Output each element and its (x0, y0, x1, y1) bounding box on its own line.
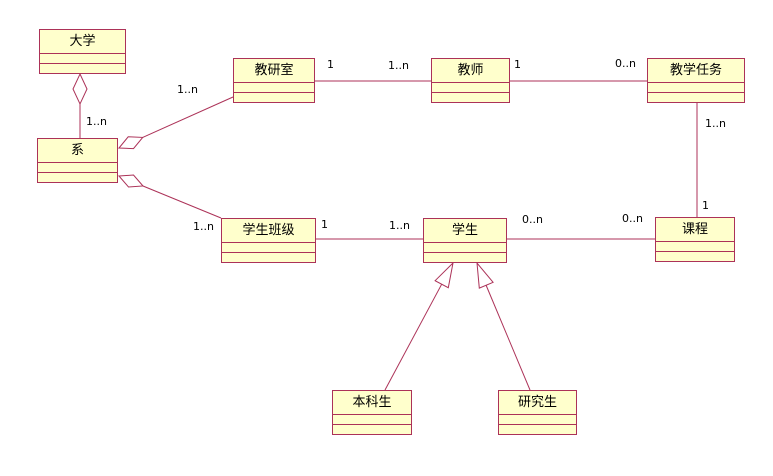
attributes-compartment (38, 163, 117, 173)
class-box-teacher[interactable]: 教师 (431, 58, 510, 103)
class-name: 研究生 (499, 391, 576, 415)
class-name: 教学任务 (648, 59, 744, 83)
attributes-compartment (333, 415, 411, 425)
operations-compartment (648, 93, 744, 102)
class-name: 学生 (424, 219, 506, 243)
attributes-compartment (648, 83, 744, 93)
class-name: 教研室 (234, 59, 314, 83)
operations-compartment (424, 253, 506, 262)
multiplicity-student-course-near-student: 0..n (522, 213, 543, 226)
multiplicity-department-teaching-office-near-teaching-office: 1..n (177, 83, 198, 96)
operations-compartment (38, 173, 117, 182)
generalization-triangle-icon (476, 261, 494, 289)
class-box-university[interactable]: 大学 (39, 29, 126, 74)
operations-compartment (499, 425, 576, 434)
multiplicity-student-class-student-near-student: 1..n (389, 219, 410, 232)
class-box-department[interactable]: 系 (37, 138, 118, 183)
class-name: 系 (38, 139, 117, 163)
class-box-teaching-office[interactable]: 教研室 (233, 58, 315, 103)
attributes-compartment (656, 242, 734, 252)
class-box-undergraduate[interactable]: 本科生 (332, 390, 412, 435)
class-name: 大学 (40, 30, 125, 54)
class-box-student[interactable]: 学生 (423, 218, 507, 263)
operations-compartment (656, 252, 734, 261)
class-name: 教师 (432, 59, 509, 83)
operations-compartment (222, 253, 315, 262)
operations-compartment (234, 93, 314, 102)
attributes-compartment (40, 54, 125, 64)
class-name: 课程 (656, 218, 734, 242)
multiplicity-teacher-teaching-task-near-teacher: 1 (514, 58, 521, 71)
multiplicity-teaching-office-teacher-near-teacher: 1..n (388, 59, 409, 72)
operations-compartment (40, 64, 125, 73)
aggregation-department-teaching-office[interactable] (117, 96, 234, 150)
operations-compartment (432, 93, 509, 102)
aggregation-diamond-icon (117, 174, 145, 188)
attributes-compartment (432, 83, 509, 93)
aggregation-department-student-class[interactable] (117, 174, 222, 219)
multiplicity-student-course-near-course: 0..n (622, 212, 643, 225)
aggregation-diamond-icon (117, 136, 144, 150)
attributes-compartment (222, 243, 315, 253)
class-box-graduate[interactable]: 研究生 (498, 390, 577, 435)
operations-compartment (333, 425, 411, 434)
class-name: 学生班级 (222, 219, 315, 243)
class-box-teaching-task[interactable]: 教学任务 (647, 58, 745, 103)
class-box-course[interactable]: 课程 (655, 217, 735, 262)
multiplicity-teacher-teaching-task-near-teaching-task: 0..n (615, 57, 636, 70)
class-name: 本科生 (333, 391, 411, 415)
generalization-graduate-student[interactable] (476, 261, 531, 391)
aggregation-diamond-icon (72, 72, 88, 106)
multiplicity-teaching-task-course-near-course: 1 (702, 199, 709, 212)
attributes-compartment (499, 415, 576, 425)
multiplicity-student-class-student-near-student-class: 1 (321, 218, 328, 231)
attributes-compartment (234, 83, 314, 93)
aggregation-university-department[interactable] (72, 72, 88, 138)
generalization-undergraduate-student[interactable] (384, 261, 454, 391)
multiplicity-teaching-office-teacher-near-teaching-office: 1 (327, 58, 334, 71)
class-box-student-class[interactable]: 学生班级 (221, 218, 316, 263)
multiplicity-department-student-class-near-student-class: 1..n (193, 220, 214, 233)
multiplicity-university-department-near-department: 1..n (86, 115, 107, 128)
generalization-triangle-icon (434, 261, 454, 289)
multiplicity-teaching-task-course-near-teaching-task: 1..n (705, 117, 726, 130)
attributes-compartment (424, 243, 506, 253)
